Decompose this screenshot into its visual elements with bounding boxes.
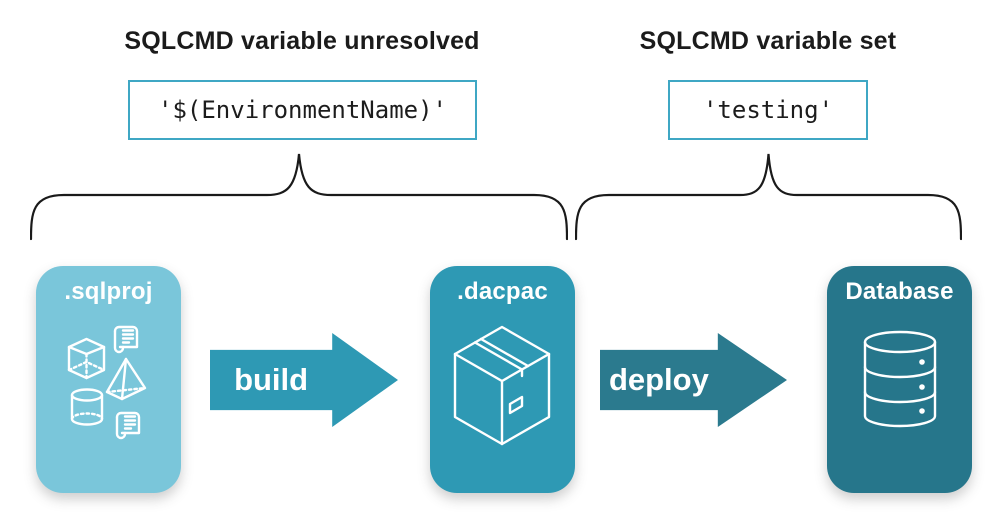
heading-sqlcmd-unresolved: SQLCMD variable unresolved [124, 27, 480, 55]
sql-objects-icon [67, 325, 147, 440]
code-testing-value: 'testing' [702, 96, 834, 124]
build-arrow: build [210, 333, 398, 427]
deploy-arrow: deploy [600, 333, 787, 427]
package-icon [453, 325, 551, 446]
node-sqlproj: .sqlproj [36, 266, 181, 493]
code-box-environment-variable: '$(EnvironmentName)' [128, 80, 477, 140]
left-brace [30, 153, 568, 241]
node-database-label: Database [845, 278, 954, 305]
cube-icon [67, 337, 106, 380]
node-sqlproj-label: .sqlproj [64, 278, 153, 305]
script-scroll-icon [115, 411, 141, 440]
script-scroll-icon [113, 325, 139, 354]
heading-sqlcmd-set: SQLCMD variable set [639, 27, 897, 55]
build-arrow-label: build [234, 362, 309, 397]
node-database: Database [827, 266, 972, 493]
pyramid-icon [105, 357, 147, 401]
code-environment-variable: '$(EnvironmentName)' [158, 96, 447, 124]
code-box-testing-value: 'testing' [668, 80, 868, 140]
right-brace [575, 153, 962, 241]
database-icon [863, 330, 937, 428]
cylinder-icon [70, 388, 104, 426]
node-dacpac: .dacpac [430, 266, 575, 493]
deploy-arrow-label: deploy [608, 362, 709, 397]
node-dacpac-label: .dacpac [457, 278, 548, 305]
